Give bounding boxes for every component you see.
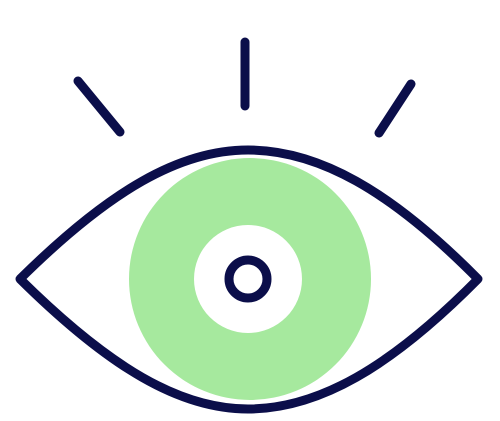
eye-outline [15, 145, 483, 414]
pupil-center [224, 255, 272, 303]
left-ray [73, 76, 125, 137]
right-ray [374, 79, 416, 138]
pupil-ring [194, 225, 302, 333]
